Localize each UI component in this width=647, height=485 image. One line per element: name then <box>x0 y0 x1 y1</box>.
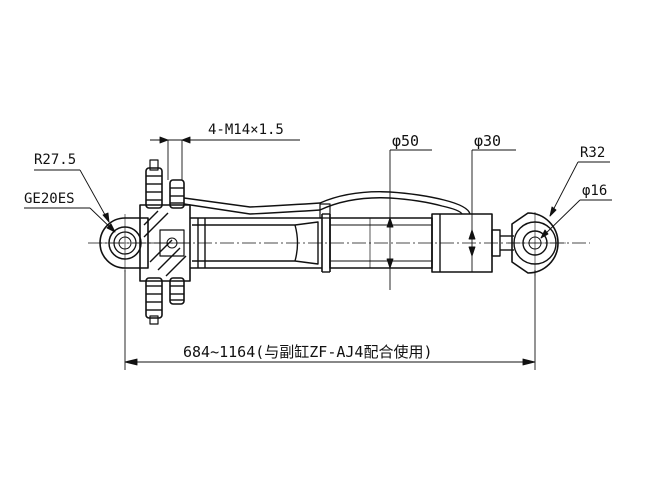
left-eye-end <box>99 214 150 272</box>
rod-diameter-dimension <box>468 149 516 272</box>
right-eye-radius-label: R32 <box>580 145 605 161</box>
thread-spec-label: 4-M14×1.5 <box>208 122 284 138</box>
barrel-diameter-dimension <box>386 149 432 290</box>
left-eye-radius-label: R27.5 <box>34 152 76 168</box>
left-bearing-label: GE20ES <box>24 191 75 207</box>
oil-pipe <box>183 191 471 219</box>
bottom-fittings <box>145 277 185 325</box>
leader-lines <box>24 161 612 239</box>
top-fittings <box>145 159 185 209</box>
valve-block <box>139 204 191 282</box>
barrel-diameter-label: φ50 <box>392 132 419 150</box>
rod-diameter-label: φ30 <box>474 132 501 150</box>
overall-length-label: 684~1164(与副缸ZF-AJ4配合使用) <box>183 343 433 361</box>
overall-length-dimension <box>124 270 536 370</box>
thread-dimension <box>150 136 300 180</box>
right-pin-diameter-label: φ16 <box>582 183 607 199</box>
right-eye-end <box>508 212 566 276</box>
